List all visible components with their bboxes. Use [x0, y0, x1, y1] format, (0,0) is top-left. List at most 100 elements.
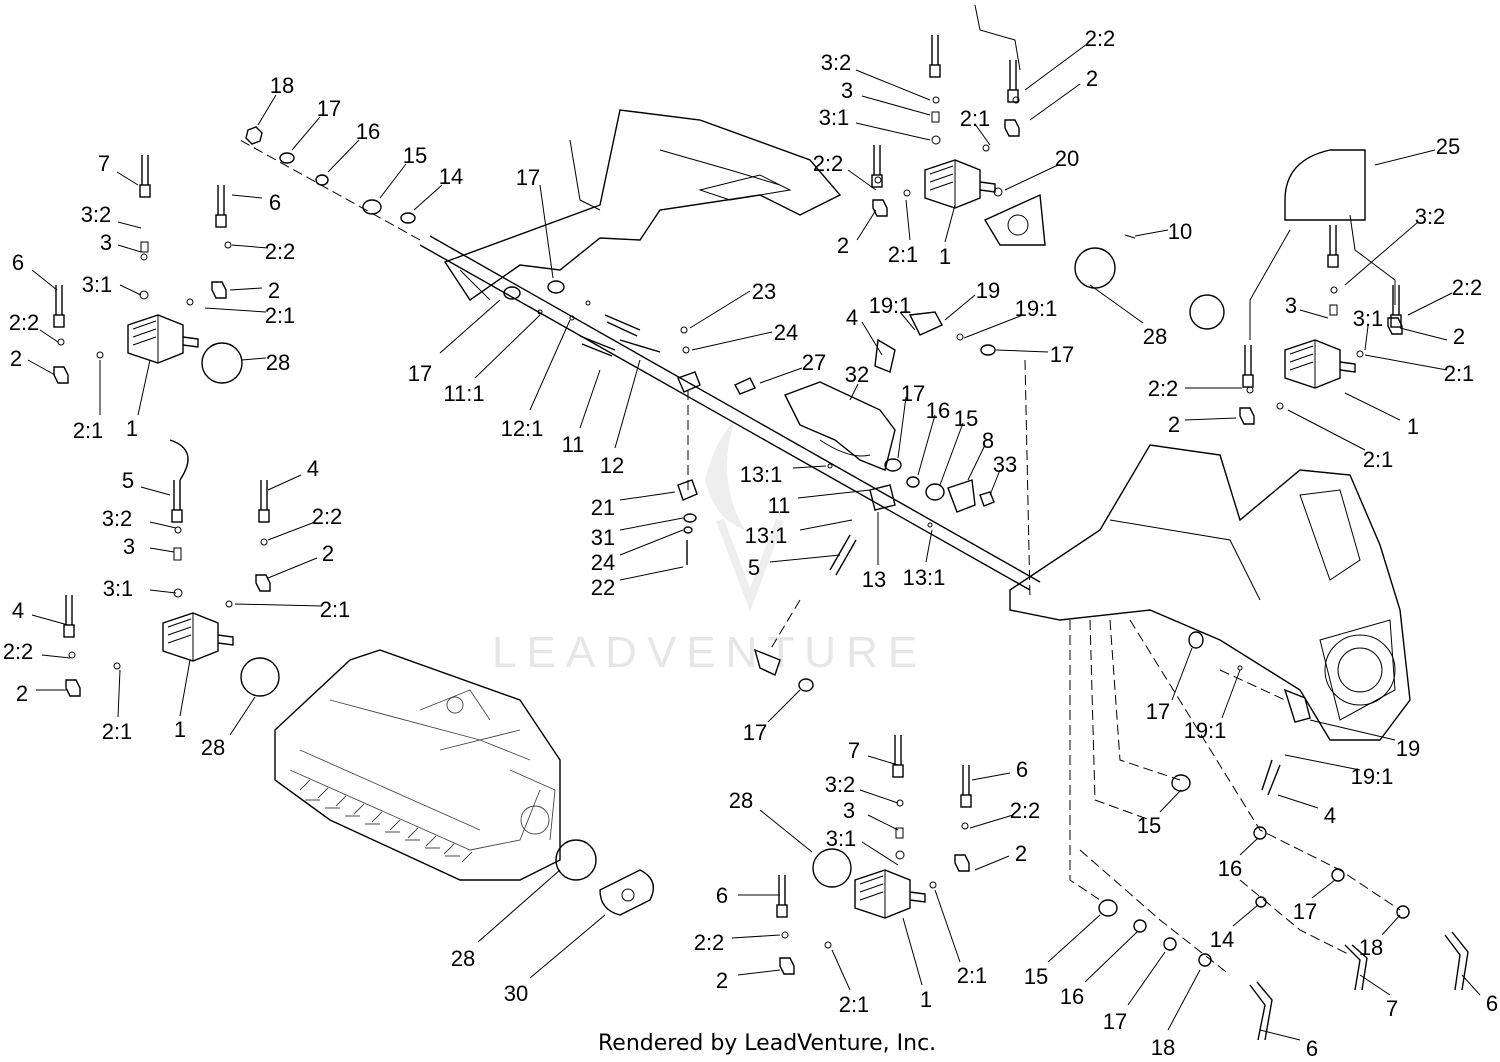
callout-label: 18	[1359, 935, 1383, 960]
callout-label: 13:1	[740, 462, 783, 487]
callout-label: 2	[1086, 66, 1098, 91]
leader-lines-dashed	[687, 359, 1401, 976]
callout-label: 4	[12, 598, 24, 623]
callout-label: 2	[1168, 412, 1180, 437]
callout-label: 2:2	[9, 310, 40, 335]
callout-label: 3	[100, 230, 112, 255]
callout-label: 19	[976, 278, 1000, 303]
callout-label: 3:1	[103, 576, 134, 601]
callout-label: 11	[562, 432, 585, 457]
motor-assembly-upper-center	[871, 4, 1136, 289]
callout-label: 2:1	[888, 242, 919, 267]
callout-label: 5	[122, 468, 134, 493]
callout-label: 32	[845, 362, 869, 387]
callout-label: 6	[1306, 1036, 1318, 1061]
callout-label: 16	[926, 398, 950, 423]
callout-label: 8	[982, 428, 994, 453]
motor-assembly-right-upper	[1189, 149, 1403, 425]
callout-label: 3	[1285, 293, 1297, 318]
watermark-text: LEADVENTURE	[492, 628, 927, 677]
callout-label: 2:2	[265, 239, 296, 264]
callout-label: 27	[802, 350, 826, 375]
callout-label: 2:2	[694, 930, 725, 955]
callout-label: 1	[939, 244, 951, 269]
callout-label: 2:1	[102, 719, 133, 744]
callout-label: 17	[1146, 699, 1170, 724]
callout-label: 12	[600, 453, 624, 478]
callout-label: 3	[843, 798, 855, 823]
callout-label: 20	[1055, 146, 1079, 171]
callout-label: 17	[901, 381, 925, 406]
callout-label: 1	[126, 416, 138, 441]
callout-label: 28	[1143, 324, 1167, 349]
callout-label: 3:2	[825, 772, 856, 797]
callout-label: 2:2	[312, 504, 343, 529]
callout-label: 2	[16, 681, 28, 706]
callout-label: 19:1	[1184, 718, 1227, 743]
callout-label: 31	[591, 525, 615, 550]
callout-label: 4	[1324, 803, 1336, 828]
callout-label: 16	[1060, 984, 1084, 1009]
callout-label: 28	[266, 350, 290, 375]
callout-label: 3:1	[82, 272, 113, 297]
callout-label: 17	[1293, 899, 1317, 924]
callout-label: 2:2	[1452, 275, 1483, 300]
callout-label: 2:1	[73, 418, 104, 443]
callout-label: 13:1	[745, 523, 788, 548]
callout-label: 7	[1386, 996, 1398, 1021]
callout-label: 2:2	[1010, 798, 1041, 823]
callout-label: 18	[1151, 1035, 1175, 1060]
motor-assembly-left-middle	[63, 439, 280, 697]
center-small-parts	[245, 126, 1469, 1041]
callout-label: 28	[451, 946, 475, 971]
callout-label: 6	[12, 250, 24, 275]
callout-label: 21	[591, 495, 615, 520]
callout-label: 3:1	[819, 105, 850, 130]
callout-label: 4	[846, 305, 858, 330]
callout-label: 6	[1016, 757, 1028, 782]
frame-casting-right	[1009, 444, 1411, 741]
callout-label: 1	[920, 987, 932, 1012]
callout-leaders	[27, 43, 1481, 1041]
callout-label: 15	[403, 143, 427, 168]
callout-label: 14	[439, 164, 463, 189]
callout-label: 17	[516, 165, 540, 190]
motor-assembly-left-upper	[53, 154, 243, 384]
callout-label: 2:1	[839, 992, 870, 1017]
callout-label: 3:2	[102, 506, 133, 531]
callout-label: 1	[174, 717, 186, 742]
callout-label: 2	[837, 233, 849, 258]
callout-label: 28	[201, 735, 225, 760]
footer-credit: Rendered by LeadVenture, Inc.	[598, 1031, 936, 1056]
callout-label: 11:1	[443, 381, 484, 406]
callout-label: 2	[1015, 841, 1027, 866]
callout-label: 2:1	[1363, 447, 1394, 472]
callout-label: 15	[954, 406, 978, 431]
callout-label: 2	[268, 278, 280, 303]
callout-label: 3:1	[826, 826, 857, 851]
callout-label: 17	[1050, 342, 1074, 367]
callout-label: 3:1	[1353, 306, 1384, 331]
callout-label: 2	[1453, 324, 1465, 349]
callout-label: 17	[1103, 1009, 1127, 1034]
watermark-logo	[705, 420, 784, 612]
callout-label: 6	[1486, 991, 1498, 1016]
callout-label: 14	[1210, 927, 1234, 952]
callout-label: 2	[716, 968, 728, 993]
callout-label: 19	[1396, 736, 1420, 761]
callout-label: 12:1	[501, 416, 544, 441]
callout-label: 5	[748, 555, 760, 580]
callout-label: 30	[504, 981, 528, 1006]
callout-label: 2:2	[1148, 376, 1179, 401]
callout-label: 3:2	[81, 202, 112, 227]
callout-label: 23	[752, 279, 776, 304]
callout-label: 6	[716, 883, 728, 908]
callout-label: 7	[848, 738, 860, 763]
callout-label: 6	[269, 190, 281, 215]
callout-label: 13:1	[903, 565, 946, 590]
callout-label: 7	[98, 151, 110, 176]
callout-label: 15	[1024, 964, 1048, 989]
